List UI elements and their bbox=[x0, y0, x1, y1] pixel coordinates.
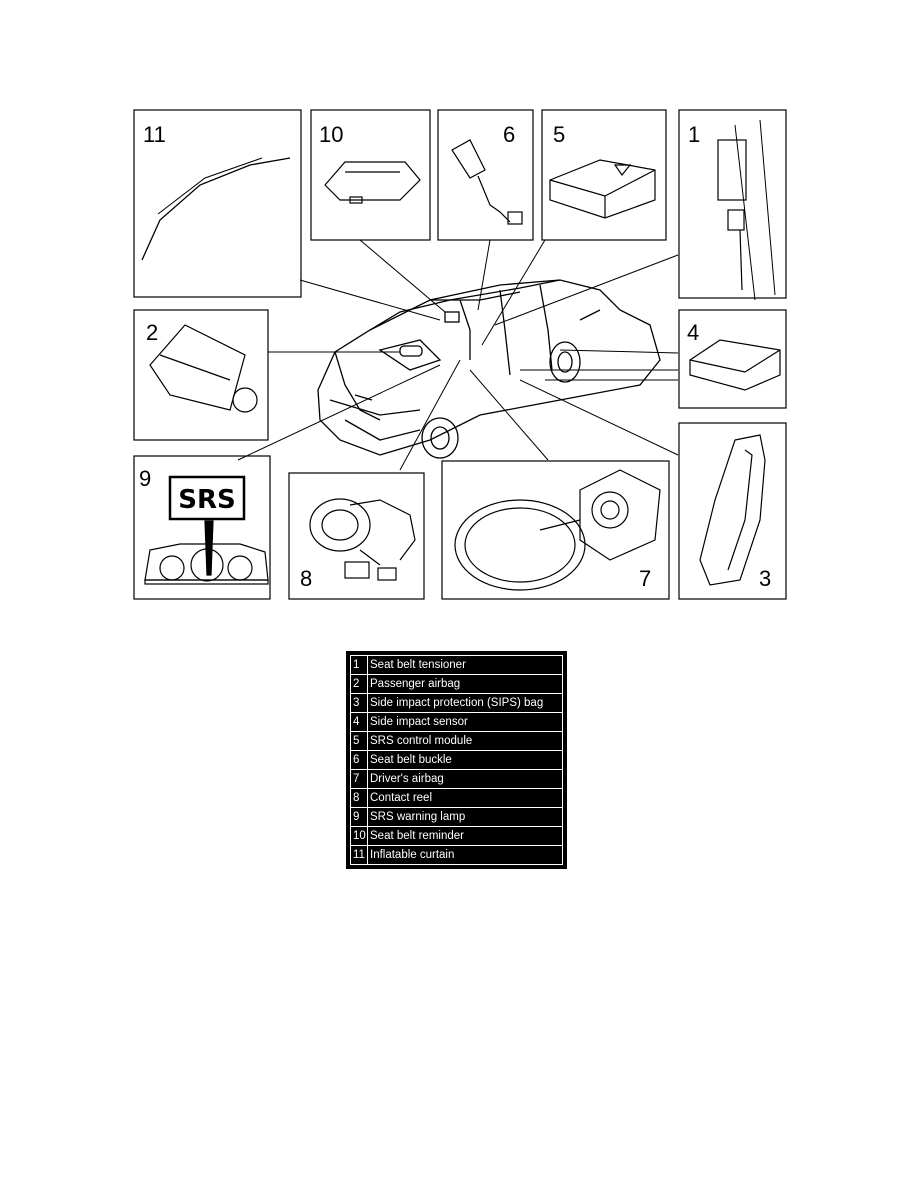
leader-lines bbox=[237, 239, 679, 471]
legend-label: Side impact protection (SIPS) bag bbox=[367, 693, 563, 713]
legend-number: 8 bbox=[350, 788, 368, 808]
callout-7: 7 bbox=[639, 566, 651, 591]
callout-10: 10 bbox=[319, 122, 343, 147]
box-inflatable-curtain bbox=[133, 109, 302, 298]
legend-number: 10 bbox=[350, 826, 368, 846]
legend-label: SRS warning lamp bbox=[367, 807, 563, 827]
legend-label: Passenger airbag bbox=[367, 674, 563, 694]
box-seat-belt-tensioner bbox=[678, 109, 787, 299]
callout-5: 5 bbox=[553, 122, 565, 147]
legend-number: 7 bbox=[350, 769, 368, 789]
box-seat-belt-buckle bbox=[437, 109, 534, 241]
srs-sign-label: SRS bbox=[178, 485, 235, 515]
callout-9: 9 bbox=[139, 466, 151, 491]
callout-1: 1 bbox=[688, 122, 700, 147]
legend-label: Inflatable curtain bbox=[367, 845, 563, 865]
callout-2: 2 bbox=[146, 320, 158, 345]
legend-number: 11 bbox=[350, 845, 368, 865]
legend-number: 3 bbox=[350, 693, 368, 713]
callout-3: 3 bbox=[759, 566, 771, 591]
legend-number: 4 bbox=[350, 712, 368, 732]
box-sips-bag bbox=[678, 422, 787, 600]
srs-components-diagram: 11 10 6 5 1 2 4 9 8 7 3 SRS bbox=[133, 109, 787, 600]
callout-11: 11 bbox=[143, 122, 166, 147]
box-passenger-airbag bbox=[133, 309, 269, 441]
legend-label: Seat belt tensioner bbox=[367, 655, 563, 675]
legend-label: Driver's airbag bbox=[367, 769, 563, 789]
callout-8: 8 bbox=[300, 566, 312, 591]
legend-number: 9 bbox=[350, 807, 368, 827]
box-srs-control-module bbox=[541, 109, 667, 241]
legend-label: Side impact sensor bbox=[367, 712, 563, 732]
callout-4: 4 bbox=[687, 320, 699, 345]
callout-6: 6 bbox=[503, 122, 515, 147]
box-drivers-airbag bbox=[441, 460, 670, 600]
legend-number: 6 bbox=[350, 750, 368, 770]
legend-label: SRS control module bbox=[367, 731, 563, 751]
legend-label: Seat belt buckle bbox=[367, 750, 563, 770]
car-illustration bbox=[317, 279, 661, 459]
box-srs-warning-lamp bbox=[133, 455, 271, 600]
box-contact-reel bbox=[288, 472, 425, 600]
box-seat-belt-reminder bbox=[310, 109, 431, 241]
srs-sign-frame bbox=[168, 475, 246, 521]
legend-label: Contact reel bbox=[367, 788, 563, 808]
legend-number: 5 bbox=[350, 731, 368, 751]
box-side-impact-sensor bbox=[678, 309, 787, 409]
legend-number: 2 bbox=[350, 674, 368, 694]
legend-number: 1 bbox=[350, 655, 368, 675]
legend-label: Seat belt reminder bbox=[367, 826, 563, 846]
